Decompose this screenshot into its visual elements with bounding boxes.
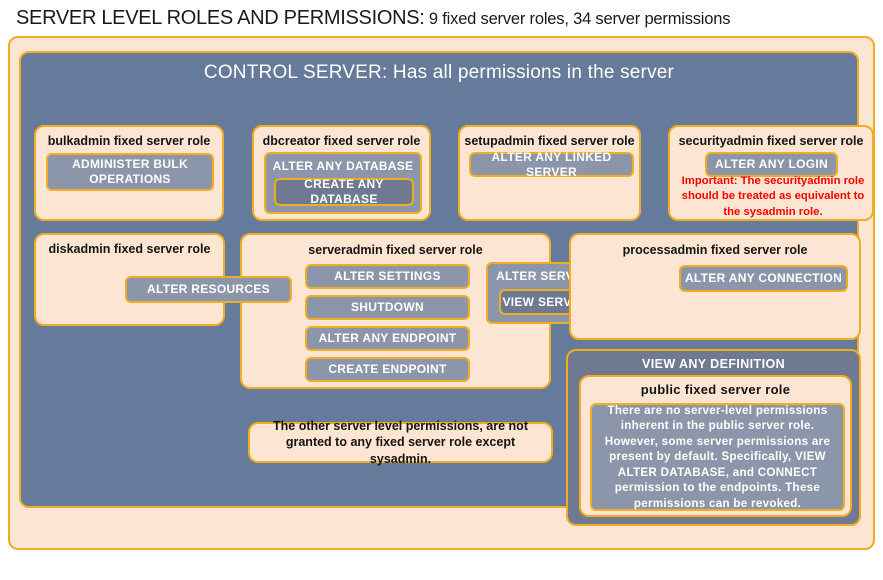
role-label-bulkadmin: bulkadmin fixed server role <box>47 134 211 148</box>
role-box-serveradmin: serveradmin fixed server role ALTER SETT… <box>240 233 551 389</box>
permission-alter-settings[interactable]: ALTER SETTINGS <box>305 264 470 289</box>
sql-server-version-label: SQL Server 2017 <box>52 566 149 580</box>
permission-view-any-definition[interactable]: VIEW ANY DEFINITION public fixed server … <box>566 349 861 526</box>
permission-shutdown[interactable]: SHUTDOWN <box>305 295 470 320</box>
role-box-processadmin: processadmin fixed server role ALTER ANY… <box>569 233 861 340</box>
page-title-rest: 9 fixed server roles, 34 server permissi… <box>424 10 731 28</box>
permission-alter-resources[interactable]: ALTER RESOURCES <box>125 276 292 303</box>
role-box-dbcreator: dbcreator fixed server role ALTER ANY DA… <box>252 125 431 221</box>
permission-create-any-database[interactable]: CREATE ANY DATABASE <box>274 177 414 206</box>
role-box-public: public fixed server role There are no se… <box>579 375 852 517</box>
permission-alter-any-linked-server[interactable]: ALTER ANY LINKED SERVER <box>469 150 634 179</box>
permission-alter-any-endpoint[interactable]: ALTER ANY ENDPOINT <box>305 326 470 351</box>
permission-alter-any-database[interactable]: ALTER ANY DATABASE CREATE ANY DATABASE <box>264 152 422 214</box>
other-permissions-note: The other server level permissions, are … <box>248 419 553 466</box>
role-label-processadmin: processadmin fixed server role <box>622 243 808 257</box>
control-server-label: CONTROL SERVER: Has all permissions in t… <box>203 62 675 83</box>
permission-view-any-definition-label: VIEW ANY DEFINITION <box>641 357 786 371</box>
page-title-strong: SERVER LEVEL ROLES AND PERMISSIONS: <box>16 7 425 29</box>
permission-alter-any-connection[interactable]: ALTER ANY CONNECTION <box>679 265 848 292</box>
role-box-setupadmin: setupadmin fixed server role ALTER ANY L… <box>458 125 641 221</box>
role-box-bulkadmin: bulkadmin fixed server role ADMINISTER B… <box>34 125 224 221</box>
role-label-dbcreator: dbcreator fixed server role <box>262 134 421 148</box>
role-label-serveradmin: serveradmin fixed server role <box>308 243 483 257</box>
securityadmin-warning-text: Important: The securityadmin role should… <box>681 175 865 218</box>
permission-alter-any-database-label: ALTER ANY DATABASE <box>272 159 414 173</box>
role-label-public: public fixed server role <box>640 382 791 397</box>
role-label-diskadmin: diskadmin fixed server role <box>48 242 211 256</box>
permission-administer-bulk-operations[interactable]: ADMINISTER BULK OPERATIONS <box>46 153 214 191</box>
control-server-container: CONTROL SERVER: Has all permissions in t… <box>19 51 874 580</box>
public-role-note: There are no server-level permissions in… <box>590 403 845 511</box>
role-label-setupadmin: setupadmin fixed server role <box>464 134 635 148</box>
permission-alter-any-login[interactable]: ALTER ANY LOGIN <box>705 152 838 177</box>
permission-create-endpoint[interactable]: CREATE ENDPOINT <box>305 357 470 382</box>
role-box-securityadmin: securityadmin fixed server role ALTER AN… <box>668 125 874 221</box>
role-label-securityadmin: securityadmin fixed server role <box>678 134 864 148</box>
page-title: SERVER LEVEL ROLES AND PERMISSIONS: 9 fi… <box>16 7 730 30</box>
